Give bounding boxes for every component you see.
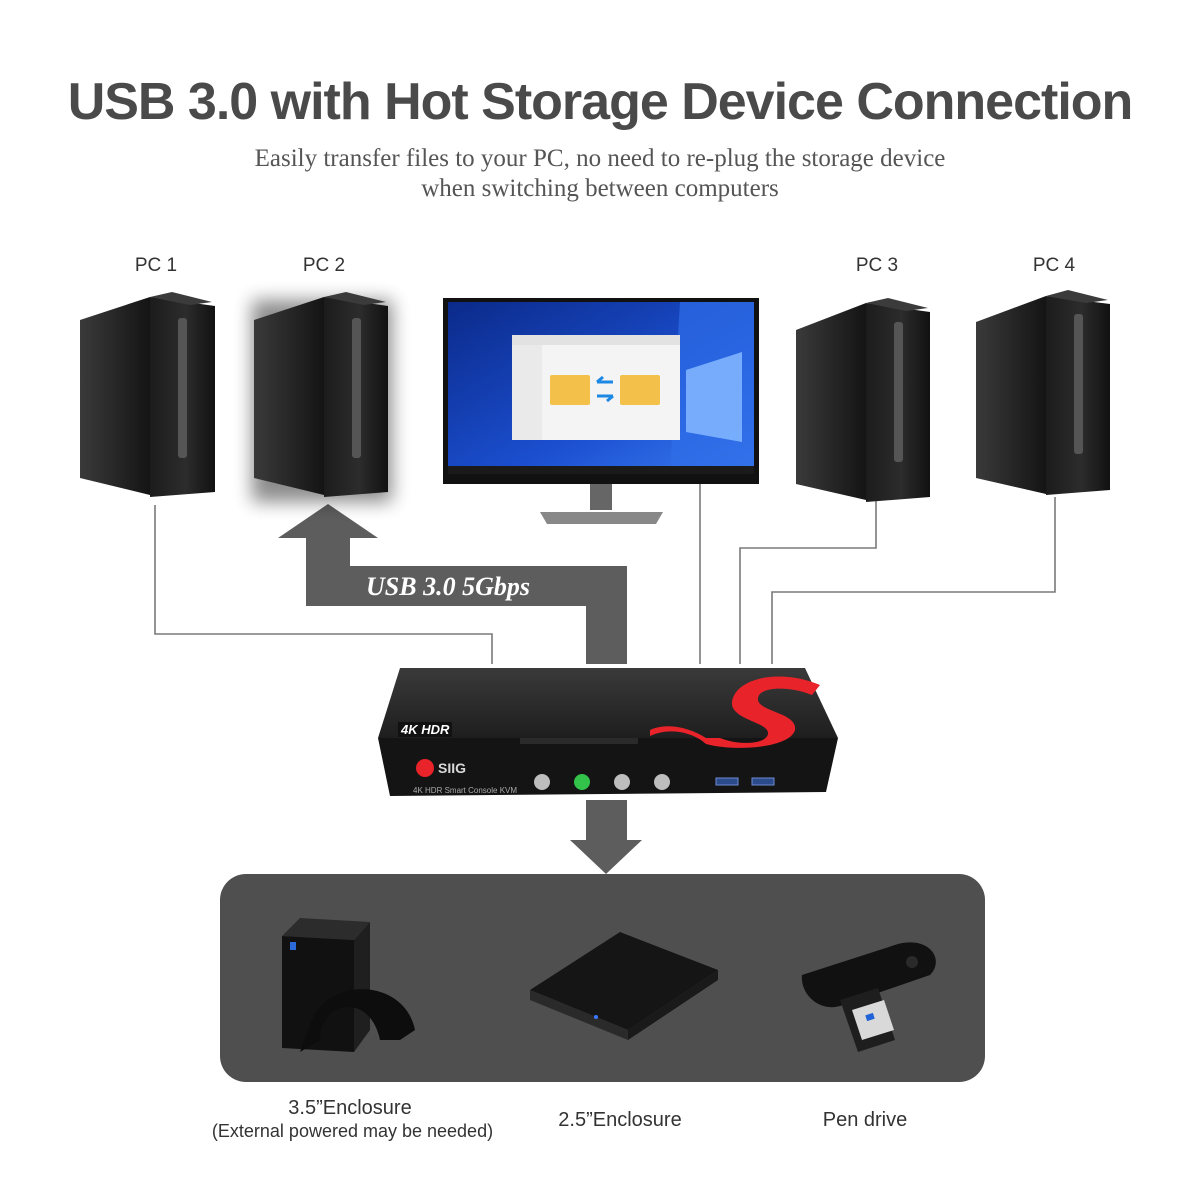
monitor	[443, 298, 759, 524]
enclosure-3-5-label: 3.5”Enclosure	[288, 1097, 412, 1119]
enclosure-3-5-note: (External powered may be needed)	[211, 1121, 494, 1141]
cable-lines	[154, 483, 1056, 664]
subtitle-line-2: when switching between computers	[421, 175, 779, 202]
subtitle-line-1: Easily transfer files to your PC, no nee…	[254, 145, 946, 172]
usb-speed-label: USB 3.0 5Gbps	[366, 572, 530, 601]
enclosure-2-5-label: 2.5”Enclosure	[558, 1109, 682, 1131]
kvm-switch	[378, 668, 838, 796]
pen-drive-label: Pen drive	[822, 1109, 908, 1131]
page-title: USB 3.0 with Hot Storage Device Connecti…	[67, 73, 1134, 131]
kvm-port-1-button	[534, 774, 550, 790]
cable-pc-1	[154, 505, 493, 664]
enclosure-3-5-image	[282, 918, 415, 1052]
more-devices-indicator: ••••	[1000, 962, 1078, 992]
kvm-4k-hdr-badge: 4K HDR	[398, 722, 453, 737]
kvm-usb-port-2	[751, 777, 775, 786]
kvm-port-2-button	[574, 774, 590, 790]
cable-pc-4	[771, 497, 1056, 664]
kvm-port-4-button	[654, 774, 670, 790]
kvm-brand: SIIG	[438, 760, 467, 776]
pc-4-label: PC 4	[1032, 255, 1076, 276]
pc-1-label: PC 1	[134, 255, 178, 276]
pc-2-label: PC 2	[302, 255, 346, 276]
usb-arrow-to-storage	[570, 800, 642, 874]
cable-pc-3	[739, 497, 877, 664]
pen-drive-image	[801, 942, 936, 1052]
pc-3-tower	[796, 298, 930, 502]
pc-1-tower	[80, 292, 215, 497]
pc-2-tower	[252, 292, 392, 502]
usb-arrow-to-pc2	[278, 504, 627, 664]
enclosure-2-5-image	[530, 932, 718, 1040]
kvm-red-logo-shape	[650, 676, 820, 748]
kvm-model: 4K HDR Smart Console KVM	[413, 786, 518, 795]
pc-4-tower	[976, 290, 1110, 495]
kvm-port-3-button	[614, 774, 630, 790]
page-subtitle: Easily transfer files to your PC, no nee…	[0, 144, 1200, 204]
pc-3-label: PC 3	[855, 255, 899, 276]
kvm-usb-port-1	[715, 777, 739, 786]
